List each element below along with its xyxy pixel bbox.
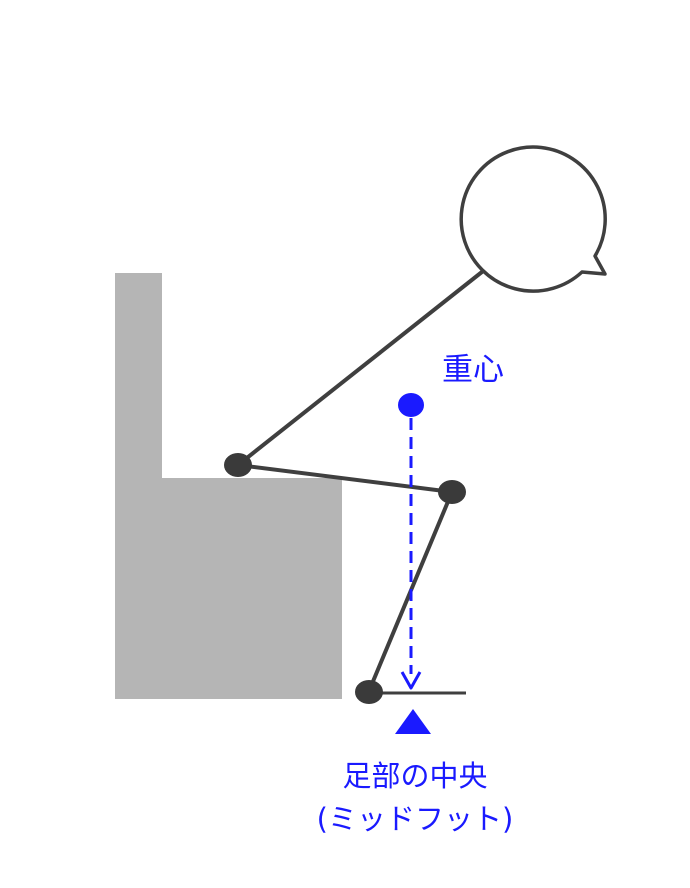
midfoot-label: (ミッドフット) (317, 802, 514, 836)
head (459, 145, 607, 293)
chair-backrest (115, 273, 162, 495)
knee-joint (438, 480, 466, 504)
chair (115, 273, 342, 699)
foot-center-label: 足部の中央 (342, 759, 487, 793)
chair-seat (115, 478, 342, 699)
ankle-joint (355, 680, 383, 704)
hip-joint (224, 453, 252, 477)
center-of-gravity-dot (398, 393, 424, 417)
torso-line (236, 262, 494, 467)
head-circle (459, 145, 607, 293)
thigh-line (237, 463, 453, 494)
midfoot-marker-triangle (395, 709, 431, 734)
center-of-gravity-label: 重心 (442, 352, 504, 388)
gravity-arrow-head (400, 671, 422, 690)
